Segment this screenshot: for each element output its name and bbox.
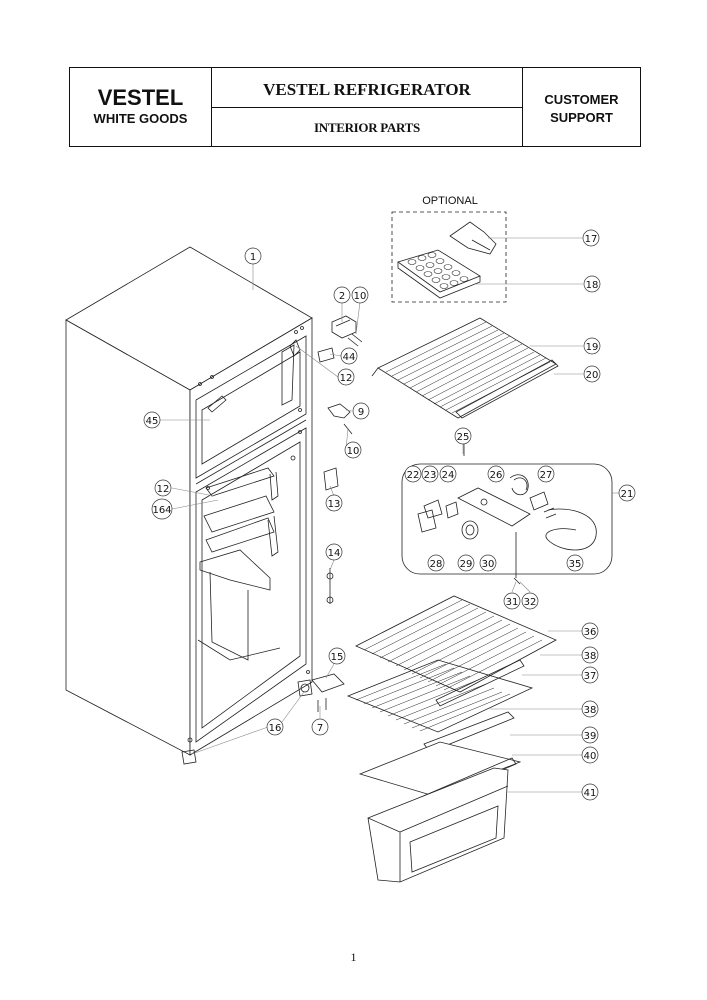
fridge-shelf-upper	[355, 595, 557, 707]
callout-label: 9	[358, 407, 364, 418]
callout-label: 39	[584, 731, 597, 742]
ice-scoop	[449, 221, 497, 255]
optional-box	[391, 211, 507, 303]
callout-label: 20	[586, 370, 599, 381]
callout-label: 26	[490, 470, 503, 481]
fridge-shelf-lower	[346, 659, 534, 733]
brand-cell: VESTEL WHITE GOODS	[70, 68, 212, 146]
callout-label: 12	[340, 373, 353, 384]
callout-label: 15	[331, 652, 344, 663]
callout-label: 22	[407, 470, 420, 481]
page-number: 1	[350, 950, 357, 964]
callout-label: 35	[569, 559, 582, 570]
ice-tray	[397, 249, 481, 299]
thermostat-group-box	[401, 463, 613, 575]
callout-label: 14	[328, 548, 341, 559]
callout-label: 25	[457, 432, 470, 443]
callout-label: 32	[524, 597, 537, 608]
title-block: VESTEL WHITE GOODS VESTEL REFRIGERATOR I…	[69, 67, 641, 147]
document-subtitle: INTERIOR PARTS	[314, 120, 420, 135]
callout-label: 1	[250, 252, 256, 263]
callout-label: 10	[347, 446, 360, 457]
callout-label: 13	[328, 499, 341, 510]
document-title: VESTEL REFRIGERATOR	[263, 80, 471, 99]
title-divider	[211, 107, 523, 108]
callout-label: 38	[584, 705, 597, 716]
thermostat-assembly	[417, 440, 597, 585]
callout-label: 45	[146, 416, 159, 427]
callout-label: 18	[586, 280, 599, 291]
callout-label: 38	[584, 651, 597, 662]
bottom-hinge	[181, 673, 345, 765]
brand-subtitle: WHITE GOODS	[93, 111, 188, 126]
support-cell: CUSTOMER SUPPORT	[522, 68, 640, 146]
support-line-2: SUPPORT	[550, 110, 613, 125]
callout-label: 23	[424, 470, 437, 481]
support-line-1: CUSTOMER	[544, 92, 619, 107]
callout-label: 31	[506, 597, 519, 608]
callout-label: 17	[585, 234, 598, 245]
callout-label: 21	[621, 489, 634, 500]
callout-label: 10	[354, 291, 367, 302]
callout-circles	[143, 229, 636, 801]
callout-label: 19	[586, 342, 599, 353]
crisper-cover	[358, 711, 522, 807]
fridge-cabinet	[65, 246, 313, 756]
optional-label: OPTIONAL	[422, 195, 478, 207]
crisper-drawer	[367, 767, 509, 883]
callout-numbers: 1 2 10 44 12 9 45 10 13 12 164 14 15 16 …	[146, 234, 634, 799]
callout-label: 16	[269, 723, 282, 734]
callout-label: 29	[460, 559, 473, 570]
callout-label: 44	[343, 352, 356, 363]
callout-label: 30	[482, 559, 495, 570]
callout-label: 37	[584, 671, 597, 682]
callout-label: 24	[442, 470, 455, 481]
callout-label: 2	[339, 291, 345, 302]
callout-label: 27	[540, 470, 553, 481]
callout-label: 40	[584, 751, 597, 762]
callout-label: 41	[584, 788, 597, 799]
callout-label: 164	[152, 505, 171, 516]
callout-label: 36	[584, 627, 597, 638]
brand-name: VESTEL	[97, 85, 184, 110]
callout-label: 28	[430, 559, 443, 570]
callout-label: 12	[157, 484, 170, 495]
thermostat-knob	[326, 568, 334, 604]
callout-label: 7	[317, 723, 323, 734]
leader-lines	[160, 237, 619, 793]
freezer-shelf	[371, 317, 559, 419]
